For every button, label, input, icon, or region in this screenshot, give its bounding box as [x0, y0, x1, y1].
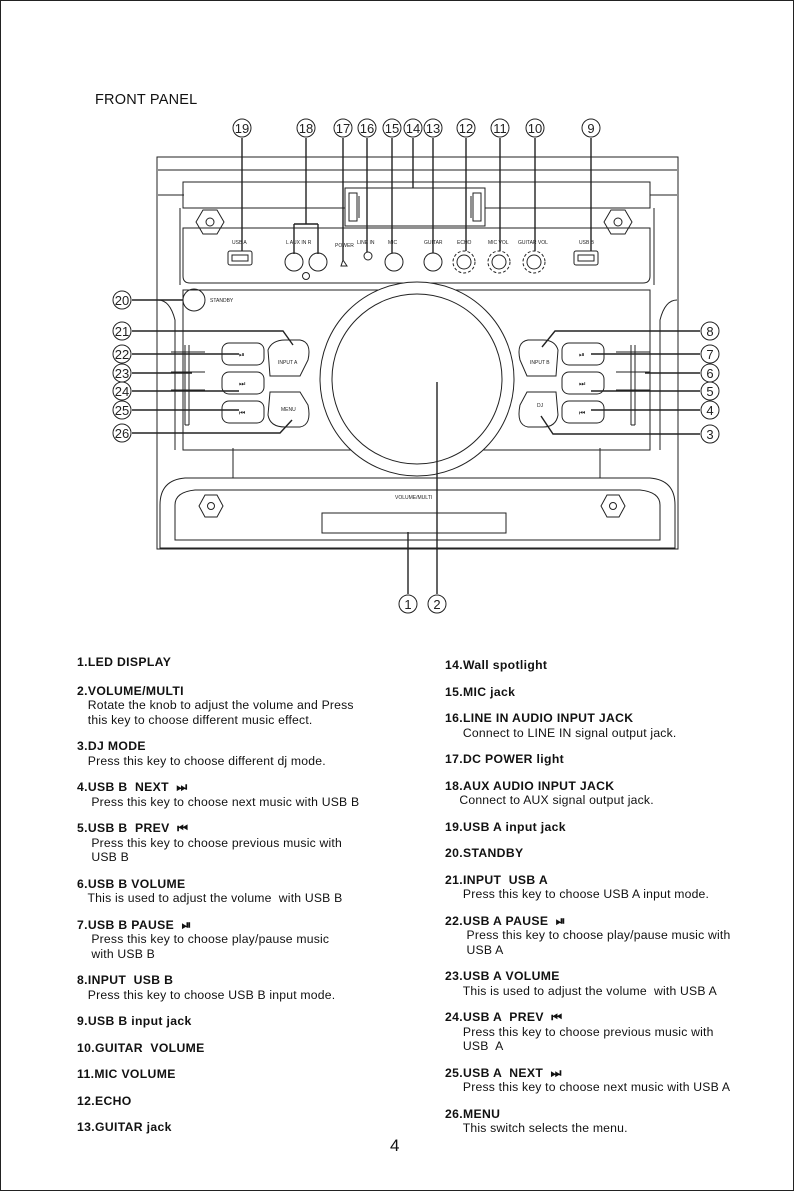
callout-22: 22 — [115, 347, 129, 362]
glyph-prev-b: ⏮ — [579, 410, 585, 417]
leader-lines — [132, 138, 700, 594]
callout-4: 4 — [706, 403, 713, 418]
list-item: 21.INPUT USB A Press this key to choose … — [445, 872, 710, 902]
list-item: 18.AUX AUDIO INPUT JACK Connect to AUX s… — [445, 778, 654, 808]
list-item: 14.Wall spotlight — [445, 658, 548, 672]
glyph-next-b: ⏭ — [579, 381, 586, 388]
list-item: 2.VOLUME/MULTI Rotate the knob to adjust… — [77, 683, 354, 727]
list-item: 22.USB A PAUSE ⏯ Press this key to choos… — [445, 913, 731, 957]
list-item: 23.USB A VOLUME This is used to adjust t… — [445, 969, 717, 998]
callout-25: 25 — [115, 403, 129, 418]
label-mic: MIC — [388, 240, 398, 246]
list-item: 17.DC POWER light — [445, 752, 565, 766]
callout-8: 8 — [706, 324, 713, 339]
button-cluster-right — [518, 339, 650, 428]
callout-7: 7 — [706, 347, 713, 362]
callout-6: 6 — [706, 366, 713, 381]
callout-16: 16 — [360, 121, 374, 136]
callout-3: 3 — [706, 427, 713, 442]
list-item: 4.USB B NEXT ⏭ Press this key to choose … — [77, 780, 360, 809]
callout-1: 1 — [404, 597, 411, 612]
callout-23: 23 — [115, 366, 129, 381]
label-line-in: LINE IN — [357, 240, 375, 246]
glyph-prev-a: ⏮ — [239, 410, 245, 417]
callout-18: 18 — [299, 121, 313, 136]
label-power: POWER — [335, 243, 354, 249]
callout-20: 20 — [115, 293, 129, 308]
callout-15: 15 — [385, 121, 399, 136]
callout-2: 2 — [433, 597, 440, 612]
glyph-play-pause-a: ⏯ — [239, 352, 245, 359]
callout-17: 17 — [336, 121, 350, 136]
list-item: 1.LED DISPLAY — [77, 655, 172, 669]
label-menu: MENU — [281, 407, 296, 413]
front-panel-diagram: USB A L AUX IN R POWER LINE IN MIC GUITA… — [112, 118, 720, 614]
label-standby: STANDBY — [210, 298, 234, 304]
callout-9: 9 — [587, 121, 594, 136]
list-item: 6.USB B VOLUME This is used to adjust th… — [77, 876, 343, 906]
page-heading: FRONT PANEL — [95, 92, 198, 108]
callout-14: 14 — [406, 121, 420, 136]
list-item: 9.USB B input jack — [77, 1014, 192, 1028]
callout-13: 13 — [426, 121, 440, 136]
list-item: 26.MENU This switch selects the menu. — [445, 1106, 628, 1136]
label-usb-a: USB A — [232, 240, 247, 246]
callout-24: 24 — [115, 384, 129, 399]
list-item: 10.GUITAR VOLUME — [77, 1040, 205, 1055]
label-volume-multi: VOLUME/MULTI — [395, 495, 432, 501]
label-input-a: INPUT A — [278, 360, 298, 366]
label-dj: DJ — [537, 403, 544, 409]
label-echo: ECHO — [457, 240, 472, 246]
list-item: 5.USB B PREV ⏮ Press this key to choose … — [77, 821, 342, 864]
label-guitar-vol: GUITAR VOL — [518, 240, 548, 246]
list-item: 15.MIC jack — [445, 684, 516, 699]
disc-slot — [321, 512, 507, 534]
glyph-play-pause-b: ⏯ — [579, 352, 585, 359]
list-item: 12.ECHO — [77, 1093, 132, 1108]
label-mic-vol: MIC VOL — [488, 240, 509, 246]
callout-12: 12 — [459, 121, 473, 136]
list-item: 8.INPUT USB B Press this key to choose U… — [77, 973, 336, 1002]
description-list-right: 14.Wall spotlight 15.MIC jack 16.LINE IN… — [445, 658, 785, 1136]
list-item: 3.DJ MODE Press this key to choose diffe… — [77, 739, 326, 768]
description-list-left: 1.LED DISPLAY 2.VOLUME/MULTI Rotate the … — [77, 655, 417, 1135]
list-item: 20.STANDBY — [445, 846, 524, 860]
callout-11: 11 — [493, 121, 507, 136]
led-display — [344, 187, 486, 227]
callout-10: 10 — [528, 121, 542, 136]
page-number: 4 — [390, 1136, 400, 1155]
list-item: 11.MIC VOLUME — [77, 1067, 176, 1081]
label-usb-b: USB B — [579, 240, 595, 246]
list-item: 19.USB A input jack — [445, 819, 566, 834]
list-item: 24.USB A PREV ⏮ Press this key to choose… — [445, 1010, 714, 1053]
callout-circles — [112, 118, 720, 614]
callout-21: 21 — [115, 324, 129, 339]
hex-screws — [195, 209, 633, 518]
list-item: 13.GUITAR jack — [77, 1120, 172, 1134]
callout-19: 19 — [235, 121, 249, 136]
glyph-next-a: ⏭ — [239, 381, 246, 388]
label-input-b: INPUT B — [530, 360, 550, 366]
list-item: 25.USB A NEXT ⏭ Press this key to choose… — [445, 1065, 731, 1095]
label-aux-in: L AUX IN R — [286, 240, 312, 246]
volume-knob — [319, 281, 515, 477]
list-item: 7.USB B PAUSE ⏯ Press this key to choose… — [77, 917, 330, 961]
callout-5: 5 — [706, 384, 713, 399]
callout-26: 26 — [115, 426, 129, 441]
list-item: 16.LINE IN AUDIO INPUT JACK Connect to L… — [445, 711, 677, 740]
button-cluster-left — [171, 339, 310, 428]
